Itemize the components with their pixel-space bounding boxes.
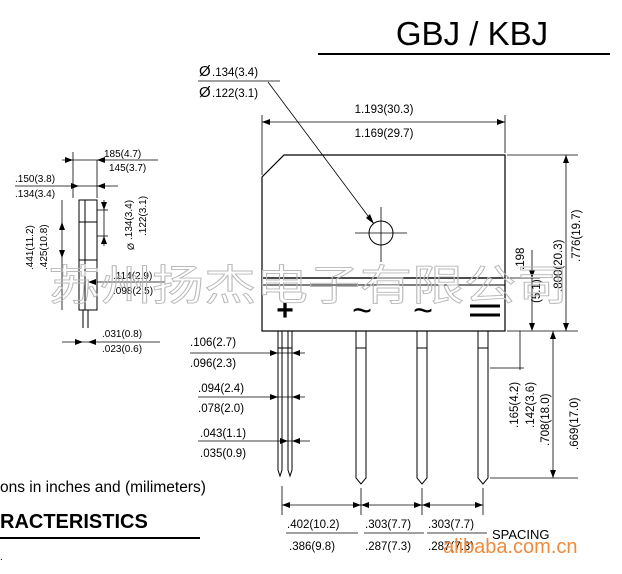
hole-leader: [267, 81, 375, 225]
side-hole-dia-symbol: Ø: [126, 243, 136, 250]
lead-w1-max: .106(2.7): [190, 337, 236, 349]
lead-w2-arrow-r: [292, 394, 300, 400]
side-view: [78, 199, 108, 328]
hole-dia-symbol-2: Ø: [199, 84, 211, 101]
lead-t-max: .043(1.1): [200, 428, 246, 440]
lead-t-min: .035(0.9): [200, 448, 246, 460]
side-off-max: .114(2.9): [113, 271, 152, 282]
lead-len-c: .708(18.0): [540, 393, 552, 446]
side-hole-min: .122(3.1): [138, 196, 149, 236]
package-title: GBJ / KBJ: [396, 15, 548, 52]
pin-ac1-symbol: ~: [352, 292, 372, 330]
pitch-arrow-2: [353, 502, 361, 508]
pitch-arrow-4: [414, 502, 422, 508]
hole-dia-symbol-1: Ø: [199, 63, 211, 80]
side-hole-max: .134(3.4): [124, 200, 135, 240]
side-h-arrow-bottom: [59, 250, 65, 258]
hole-dia-max: .134(3.4): [212, 67, 258, 79]
side-top-min: 145(3.7): [109, 163, 146, 174]
side-off-arrow: [88, 279, 96, 285]
hole-leader-arrow: [366, 214, 374, 224]
pin-minus-symbol: [470, 304, 500, 317]
side-lead-arrow-r: [88, 339, 96, 345]
spacing-label: SPACING: [492, 527, 550, 542]
pitch-arrow-1: [282, 502, 290, 508]
units-note: ons in inches and (milimeters): [0, 479, 206, 496]
dim-198-arrow-bottom: [529, 323, 535, 331]
pin-plus-symbol: +: [276, 294, 294, 327]
lead-len-d: .669(17.0): [569, 397, 581, 450]
side-h-max: .441(11.2): [25, 225, 36, 270]
dim-800-arrow-bottom: [563, 323, 569, 331]
side-h-min: .425(10.8): [39, 224, 50, 270]
lead-w1-arrow-l: [270, 350, 278, 356]
pitch3-min: .287(7.3): [428, 541, 474, 553]
side-left-max: .150(3.8): [15, 174, 55, 185]
side-left-min: .134(3.4): [15, 189, 55, 200]
pitch1-max: .402(10.2): [287, 519, 340, 531]
watermark-company: 苏州扬杰电子有限公司: [48, 261, 568, 310]
height-upper-mm: (5.1): [531, 279, 543, 303]
side-lead-max: .031(0.8): [102, 329, 142, 340]
mounting-hole: [355, 207, 407, 262]
pitch1-min: .386(9.8): [289, 541, 335, 553]
pitch-arrow-6: [475, 502, 483, 508]
lead-w2-min: .078(2.0): [198, 403, 244, 415]
lead-t-arrow-r: [292, 438, 300, 444]
lead-len-a: .165(4.2): [509, 382, 521, 428]
dim-198-arrow-top: [529, 270, 535, 278]
side-top-arrow-l: [65, 157, 73, 163]
side-top-max: 185(4.7): [104, 149, 141, 160]
stray-mark: .: [0, 552, 3, 563]
side-left-arrow-r: [97, 183, 105, 189]
side-left-arrow-l: [71, 183, 79, 189]
pitch3-max: .303(7.7): [428, 519, 474, 531]
lead-len-b: .142(3.6): [525, 382, 537, 428]
body-width-min: 1.169(29.7): [355, 128, 414, 140]
lead-w2-arrow-l: [270, 394, 278, 400]
side-lead-arrow-l: [75, 339, 83, 345]
side-lead-min: .023(0.6): [102, 344, 142, 355]
height-upper: .198: [515, 248, 527, 270]
side-top-arrow-r: [97, 157, 105, 163]
package-body: [261, 154, 506, 332]
width-arrow-left: [262, 119, 270, 125]
lead-t-arrow-l: [280, 438, 288, 444]
side-off-min: .098(2.5): [113, 286, 153, 297]
body-height-max: .800(20.3): [553, 239, 565, 292]
side-hole-arrow-top: [101, 202, 107, 210]
lead-pins: [277, 331, 489, 485]
pitch-arrow-3: [361, 502, 369, 508]
pitch2-max: .303(7.7): [365, 519, 411, 531]
dim-708-arrow-top: [550, 331, 556, 339]
body-height-min: .776(19.7): [571, 209, 583, 262]
pin-ac2-symbol: ~: [413, 292, 433, 330]
lead-w1-arrow-r: [292, 350, 300, 356]
pitch-arrow-5: [422, 502, 430, 508]
dim-708-arrow-bottom: [550, 470, 556, 478]
body-width-max: 1.193(30.3): [355, 104, 414, 116]
side-h-arrow-top: [59, 222, 65, 230]
dim-800-arrow-top: [563, 155, 569, 163]
pitch2-min: .287(7.3): [365, 541, 411, 553]
characteristics-heading: RACTERISTICS: [0, 511, 148, 533]
lead-w2-max: .094(2.4): [198, 383, 244, 395]
hole-dia-min: .122(3.1): [212, 88, 258, 100]
watermark-site: alibaba.com.cn: [443, 536, 578, 558]
width-arrow-right: [497, 119, 505, 125]
side-hole-arrow-bottom: [101, 236, 107, 244]
lead-w1-min: .096(2.3): [190, 358, 236, 370]
